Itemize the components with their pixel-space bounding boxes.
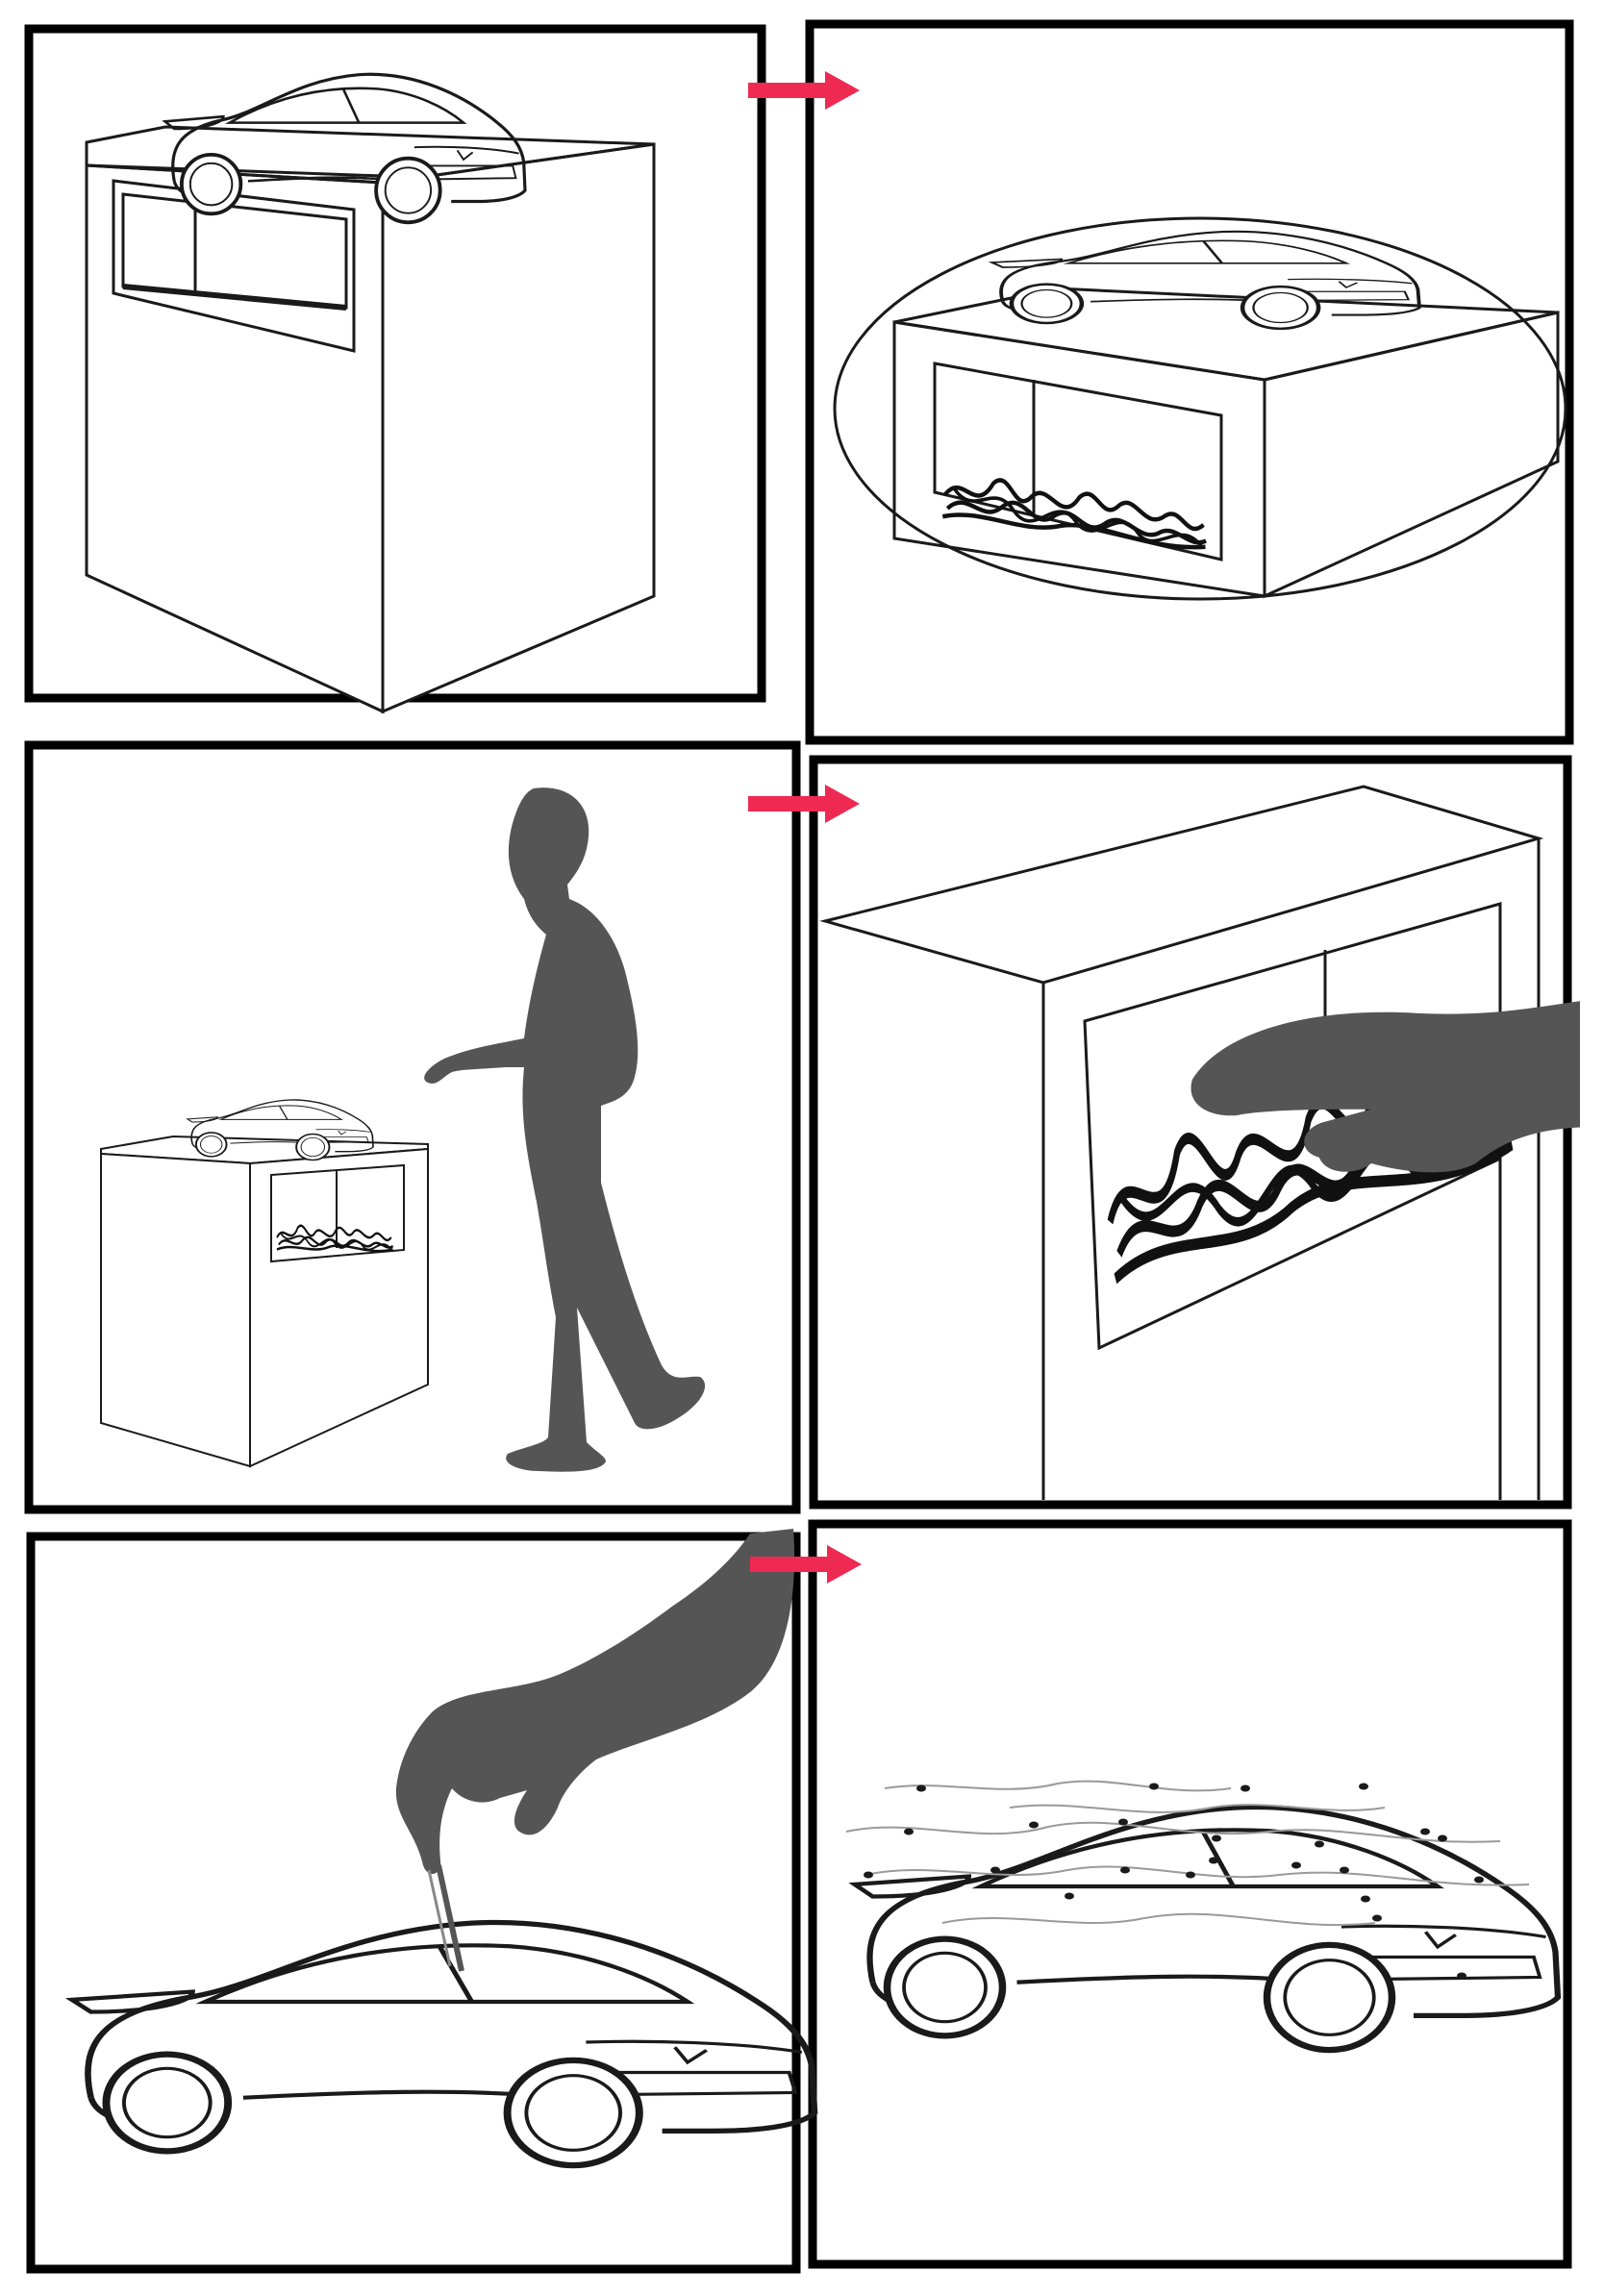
wire-pin-dot [1420, 1828, 1430, 1835]
wire-pin-dot [1315, 1840, 1324, 1848]
small-pedestal [100, 1135, 429, 1468]
wire-pin-dot [1359, 1783, 1368, 1790]
wire-strands [845, 1780, 1530, 1927]
wire-pin-dot [1212, 1834, 1221, 1842]
wire-pin-dot [916, 1784, 926, 1792]
wire-pin-dot [1340, 1866, 1349, 1874]
transition-arrows [748, 71, 862, 1584]
panel-frame-2 [805, 19, 1574, 745]
panel-frame-3 [24, 740, 801, 1514]
panel-1 [85, 72, 656, 714]
wire-pin-dot [904, 1828, 914, 1835]
pedestal-window [112, 179, 356, 353]
hand-with-wire-silhouette-icon [395, 1529, 795, 1972]
wired-car-sketch-icon [855, 1807, 1558, 2050]
wire-pin-dot [1361, 1895, 1370, 1903]
wire-pin-dot [1029, 1821, 1039, 1829]
wire-pin-dot [1474, 1876, 1484, 1884]
panel-frame-4 [809, 755, 1572, 1510]
panel-5 [72, 1529, 815, 2165]
walking-person-silhouette-icon [424, 787, 706, 1472]
panel-3 [100, 787, 706, 1472]
panel-frame-5 [26, 1532, 801, 2274]
wire-pin-dot [1065, 1892, 1074, 1900]
wire-pin-dot [1438, 1834, 1447, 1842]
pedestal-window-closeup [933, 362, 1223, 562]
panel-frame-6 [808, 1519, 1572, 2269]
wire-pin-dot [1291, 1861, 1301, 1869]
panel-6 [845, 1780, 1558, 2051]
large-car-sketch-icon [72, 1922, 815, 2165]
wire-pin-dot [1209, 1857, 1218, 1864]
panel-2 [833, 216, 1567, 601]
wire-pin-dot [864, 1871, 873, 1879]
wire-pin-dot [1120, 1866, 1130, 1874]
right-arrow-icon [750, 1545, 862, 1584]
wire-pin-dots [864, 1783, 1484, 1980]
right-arrow-icon [748, 785, 860, 823]
wire-pin-dot [1241, 1784, 1250, 1792]
right-arrow-icon [748, 71, 860, 110]
wire-pin-dot [1186, 1871, 1195, 1879]
wire-pin-dot [990, 1866, 1000, 1874]
wire-pin-dot [1372, 1914, 1382, 1922]
wire-pin-dot [1457, 1972, 1466, 1980]
wire-pin-dot [1149, 1783, 1159, 1790]
panel-4 [819, 785, 1580, 1500]
wire-pin-dot [1118, 1818, 1128, 1826]
